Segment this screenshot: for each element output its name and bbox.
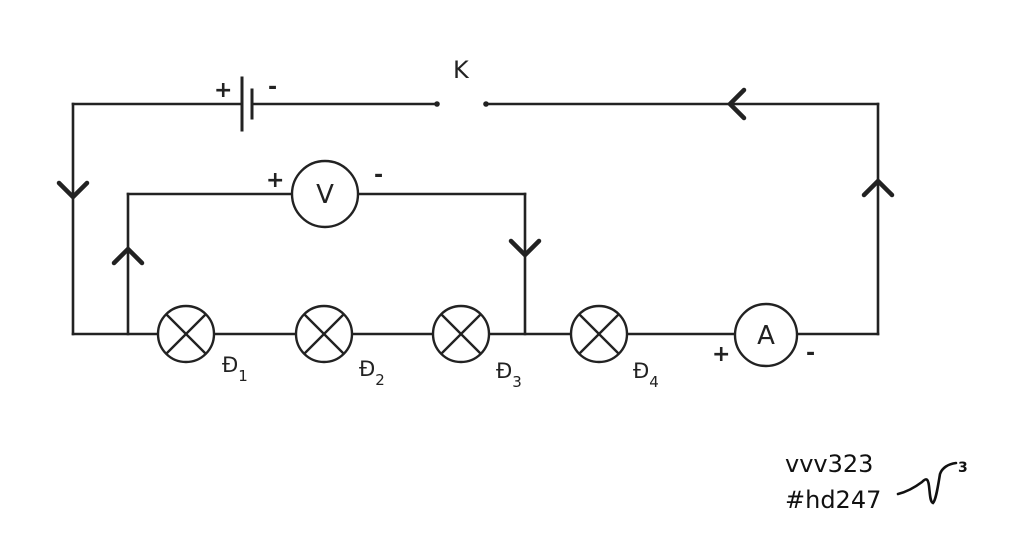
switch[interactable] xyxy=(434,101,489,107)
arrow-up-icon xyxy=(111,245,145,266)
voltmeter-plus-sign: + xyxy=(266,168,284,193)
lamp-d3-name: Đ xyxy=(496,359,512,383)
switch-contact-right xyxy=(483,101,489,107)
battery-minus-sign: - xyxy=(268,75,277,100)
lamp-d1-cross xyxy=(165,313,207,355)
arrow-down-icon xyxy=(508,238,542,259)
ammeter xyxy=(733,302,799,368)
arrow-left-icon xyxy=(726,87,747,121)
lamp-d2 xyxy=(294,304,354,364)
arrow-up-icon xyxy=(861,177,895,198)
voltmeter-symbol: V xyxy=(316,180,334,210)
lamp-d4 xyxy=(569,304,629,364)
lamp-d2-label: Đ2 xyxy=(359,357,385,389)
lamp-d3-label: Đ3 xyxy=(496,359,522,391)
lamp-d4-cross xyxy=(578,313,620,355)
lamp-d2-name: Đ xyxy=(359,357,375,381)
lamp-d4-label: Đ4 xyxy=(633,359,659,391)
signature-line-1: vvv323 xyxy=(785,450,873,478)
lamp-d1-index: 1 xyxy=(238,367,248,385)
lamp-d3-index: 3 xyxy=(512,373,522,391)
voltmeter-minus-sign: - xyxy=(374,163,383,188)
lamp-d2-cross xyxy=(303,313,345,355)
signature-line-2: #hd247 xyxy=(785,486,881,514)
voltmeter xyxy=(290,159,360,229)
ammeter-plus-sign: + xyxy=(712,342,730,367)
lamp-d2-index: 2 xyxy=(375,371,385,389)
lamp-d4-name: Đ xyxy=(633,359,649,383)
battery xyxy=(240,76,254,132)
switch-label: K xyxy=(453,56,470,84)
ammeter-minus-sign: - xyxy=(806,341,815,366)
lamp-d1 xyxy=(156,304,216,364)
lamp-d3 xyxy=(431,304,491,364)
signature-superscript: 3 xyxy=(958,460,968,476)
lamp-d1-name: Đ xyxy=(222,353,238,377)
lamp-d4-index: 4 xyxy=(649,373,659,391)
ammeter-symbol: A xyxy=(757,321,775,351)
switch-contact-left xyxy=(434,101,440,107)
signature-scribble-icon xyxy=(896,461,958,505)
lamp-d3-cross xyxy=(440,313,482,355)
battery-plus-sign: + xyxy=(214,78,232,103)
arrow-down-icon xyxy=(56,180,90,201)
lamp-d1-label: Đ1 xyxy=(222,353,248,385)
